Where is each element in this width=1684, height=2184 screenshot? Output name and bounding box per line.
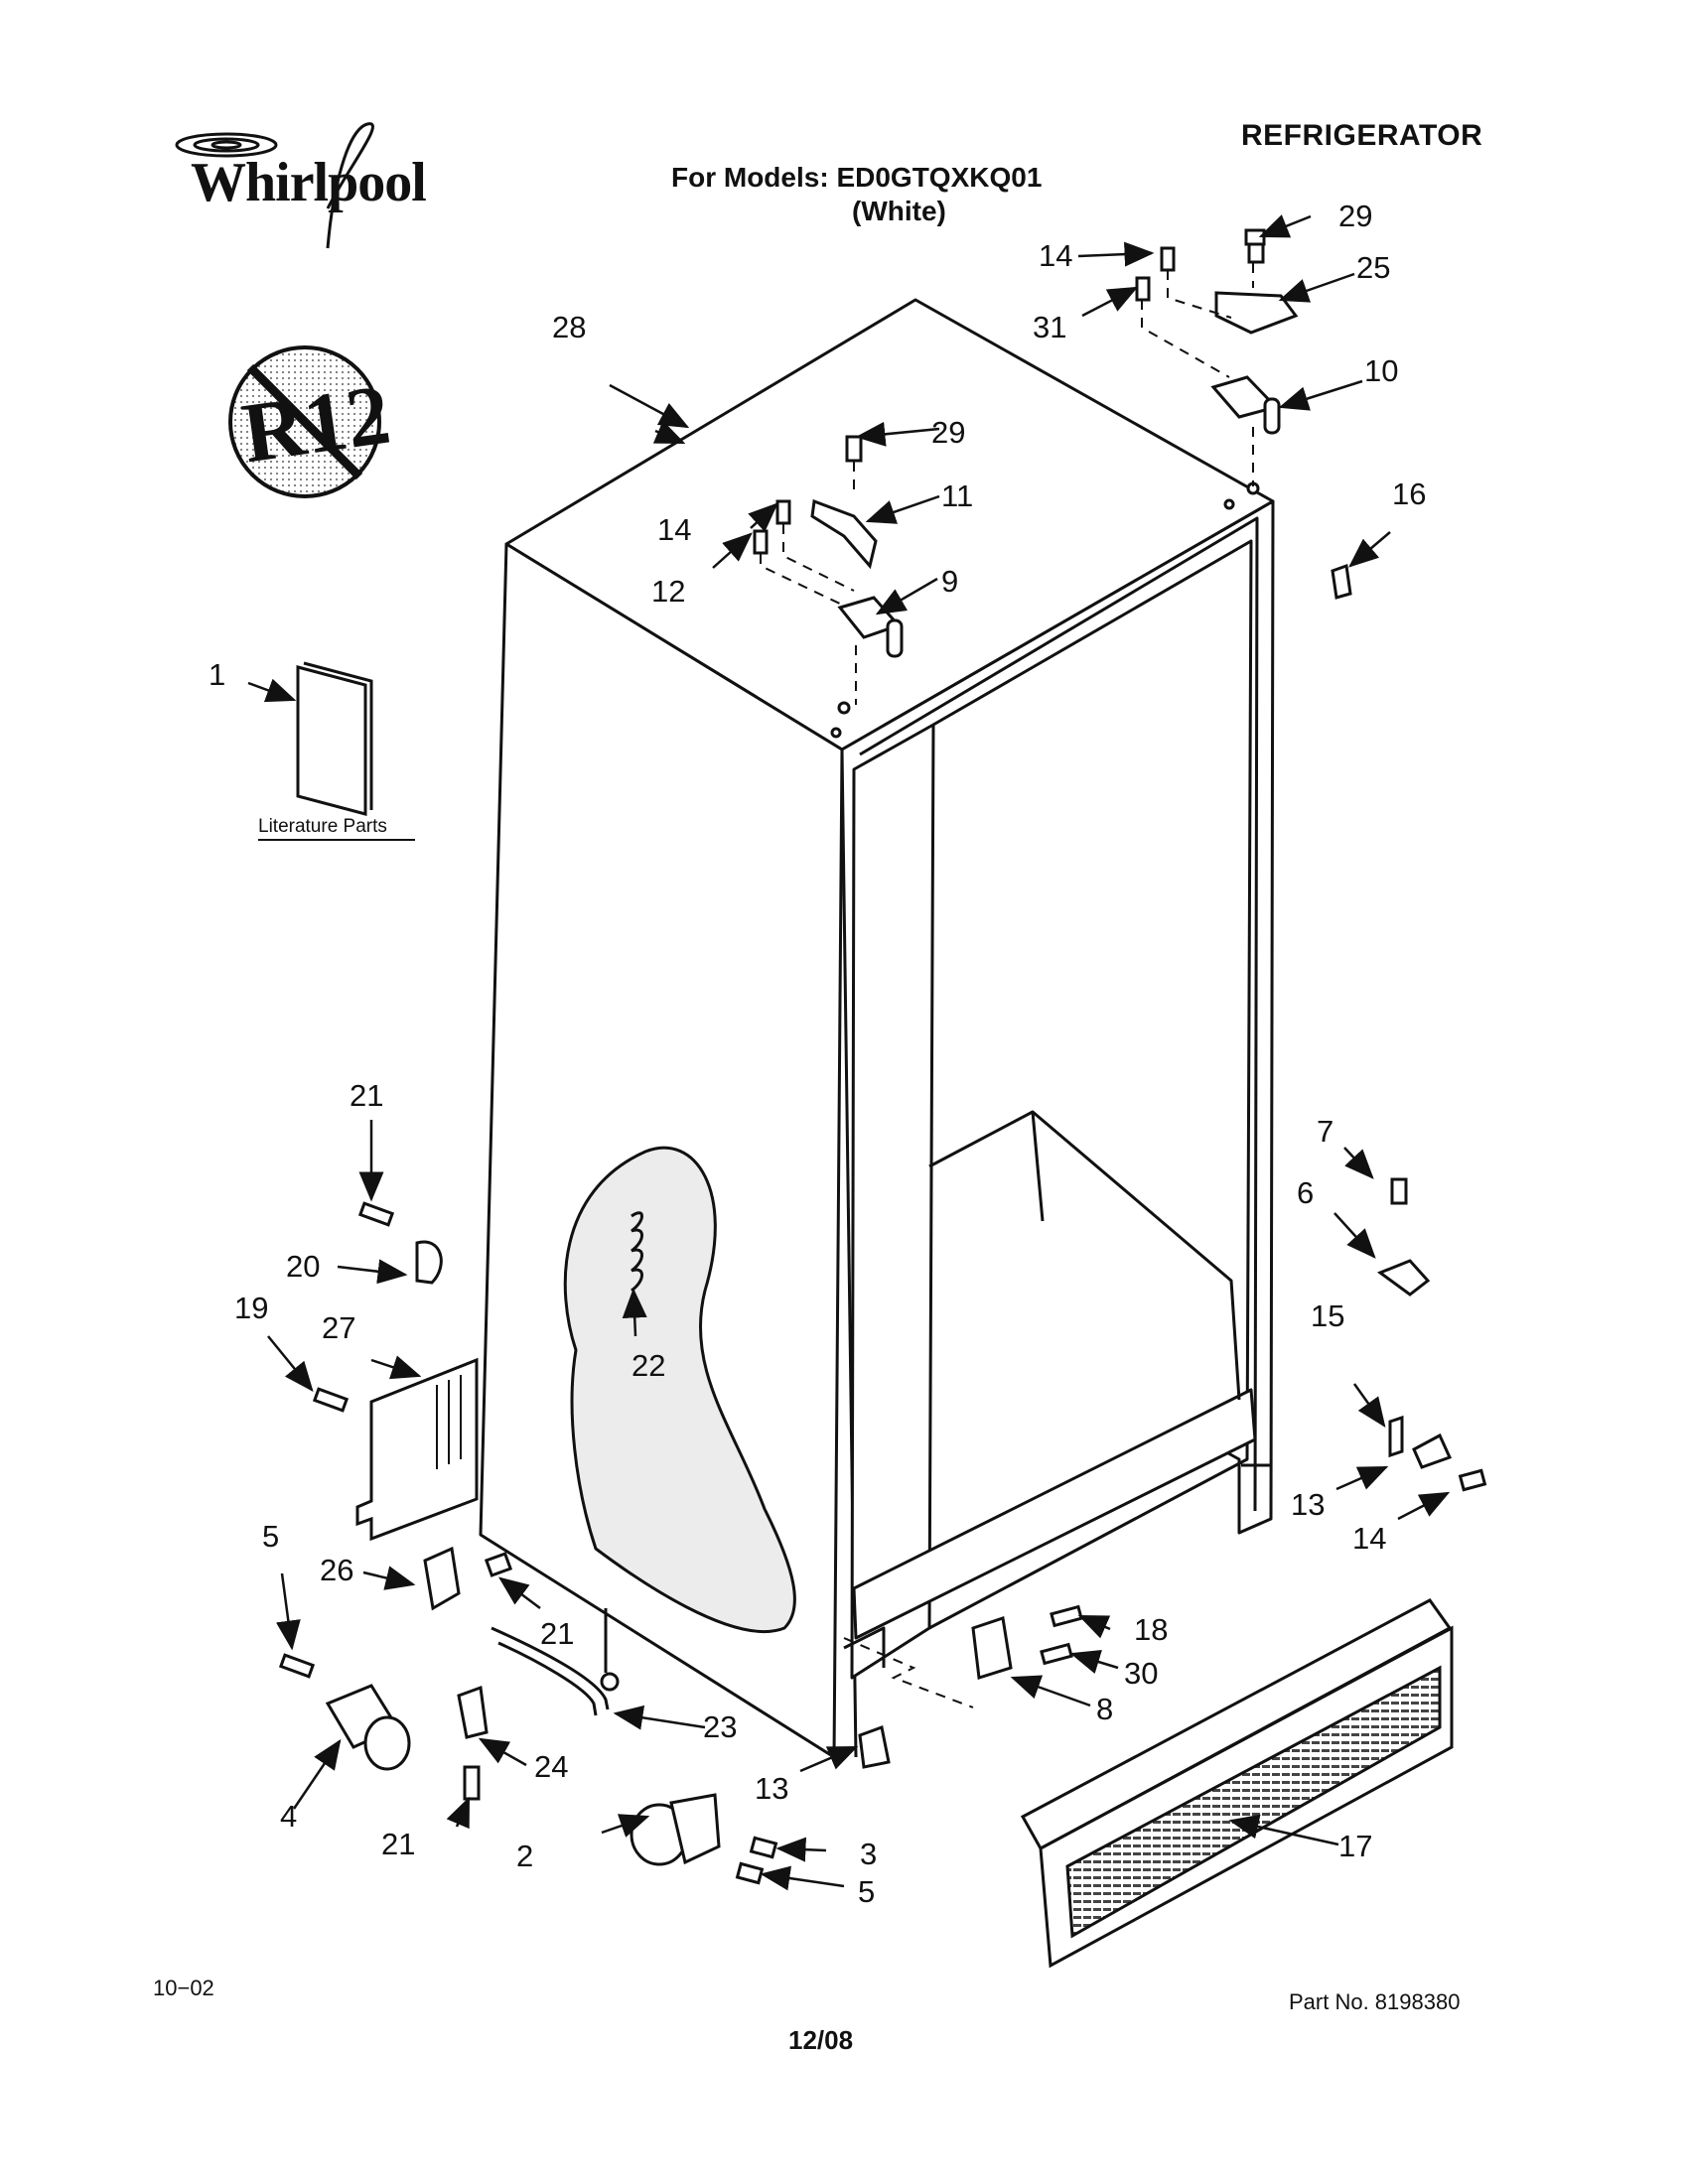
cabinet-cutaway xyxy=(563,1146,796,1634)
bracket-13-bottom-icon xyxy=(858,1724,891,1769)
clip-20-icon xyxy=(415,1240,443,1285)
literature-parts-label: Literature Parts xyxy=(258,816,387,837)
callout-11: 11 xyxy=(941,478,973,513)
callout-30: 30 xyxy=(1124,1656,1158,1691)
caster-4-icon xyxy=(278,1653,411,1771)
callout-5-left: 5 xyxy=(262,1519,279,1554)
callout-20: 20 xyxy=(286,1249,320,1284)
page-number: 12/08 xyxy=(788,2025,854,2055)
callout-21-bottom: 21 xyxy=(381,1827,415,1861)
callout-27: 27 xyxy=(322,1310,355,1345)
callout-19: 19 xyxy=(234,1291,268,1325)
product-title: REFRIGERATOR xyxy=(1241,119,1483,152)
whirlpool-swirl-icon xyxy=(175,122,374,249)
callout-6: 6 xyxy=(1297,1175,1314,1210)
callout-13-right: 13 xyxy=(1291,1487,1325,1522)
date-code: 10−02 xyxy=(153,1976,214,2000)
roller-2-icon xyxy=(630,1793,778,1885)
hinge-26-icon xyxy=(423,1546,513,1611)
callout-21-top: 21 xyxy=(350,1078,383,1113)
whirlpool-logo: Whirlpool xyxy=(191,152,427,213)
bracket-27-icon xyxy=(355,1357,479,1542)
callout-31: 31 xyxy=(1033,310,1066,344)
literature-booklet-icon xyxy=(296,661,373,816)
part-number: Part No. 8198380 xyxy=(1289,1989,1461,2014)
callout-10: 10 xyxy=(1364,353,1398,388)
screw-21-top-icon xyxy=(357,1201,395,1227)
callout-16: 16 xyxy=(1392,477,1426,511)
screw-29-top-icon xyxy=(1244,228,1266,246)
callout-12: 12 xyxy=(651,574,685,609)
callout-26: 26 xyxy=(320,1553,353,1587)
hinge-pin-16-icon xyxy=(1331,563,1352,600)
callout-28: 28 xyxy=(552,310,586,344)
callout-14-center: 14 xyxy=(657,512,691,547)
models-color: (White) xyxy=(852,196,946,226)
callout-4: 4 xyxy=(280,1799,297,1834)
callout-1: 1 xyxy=(209,657,225,692)
bracket-15-icon xyxy=(1388,1415,1487,1492)
water-tube-coil-icon xyxy=(631,1211,643,1293)
callout-13-bottom: 13 xyxy=(755,1771,788,1806)
callout-14-top: 14 xyxy=(1039,238,1072,273)
callout-21-mid: 21 xyxy=(540,1616,574,1651)
leveler-6-icon xyxy=(1376,1177,1431,1297)
callout-8: 8 xyxy=(1096,1692,1113,1726)
no-r12-badge-icon: R12 xyxy=(228,345,395,498)
callout-23: 23 xyxy=(703,1709,737,1744)
models-label: For Models: ED0GTQXKQ01 xyxy=(671,162,1043,193)
callout-18: 18 xyxy=(1134,1612,1168,1647)
callout-5-bottom: 5 xyxy=(858,1874,875,1909)
callout-7: 7 xyxy=(1317,1114,1333,1149)
callout-22: 22 xyxy=(632,1348,665,1383)
callout-2: 2 xyxy=(516,1839,533,1873)
callout-24: 24 xyxy=(534,1749,568,1784)
clamp-24-icon xyxy=(457,1685,489,1801)
callout-25: 25 xyxy=(1356,250,1390,285)
callout-3: 3 xyxy=(860,1837,877,1871)
leader-lines xyxy=(247,214,1451,1891)
callout-29-top: 29 xyxy=(1338,199,1372,233)
top-hinge-right-icon xyxy=(1135,236,1299,435)
grille-17-icon xyxy=(1020,1598,1454,1969)
callout-29-center: 29 xyxy=(931,415,965,450)
callout-9: 9 xyxy=(941,564,958,599)
screw-19-icon xyxy=(312,1387,350,1413)
callout-14-right: 14 xyxy=(1352,1521,1386,1556)
top-hinge-left-icon xyxy=(753,435,904,658)
models-block: For Models: ED0GTQXKQ01 (White) xyxy=(671,161,1042,228)
drain-tube-23-icon xyxy=(491,1608,620,1716)
callout-15: 15 xyxy=(1311,1298,1344,1333)
callout-17: 17 xyxy=(1338,1829,1372,1863)
bracket-8-icon xyxy=(971,1604,1083,1680)
